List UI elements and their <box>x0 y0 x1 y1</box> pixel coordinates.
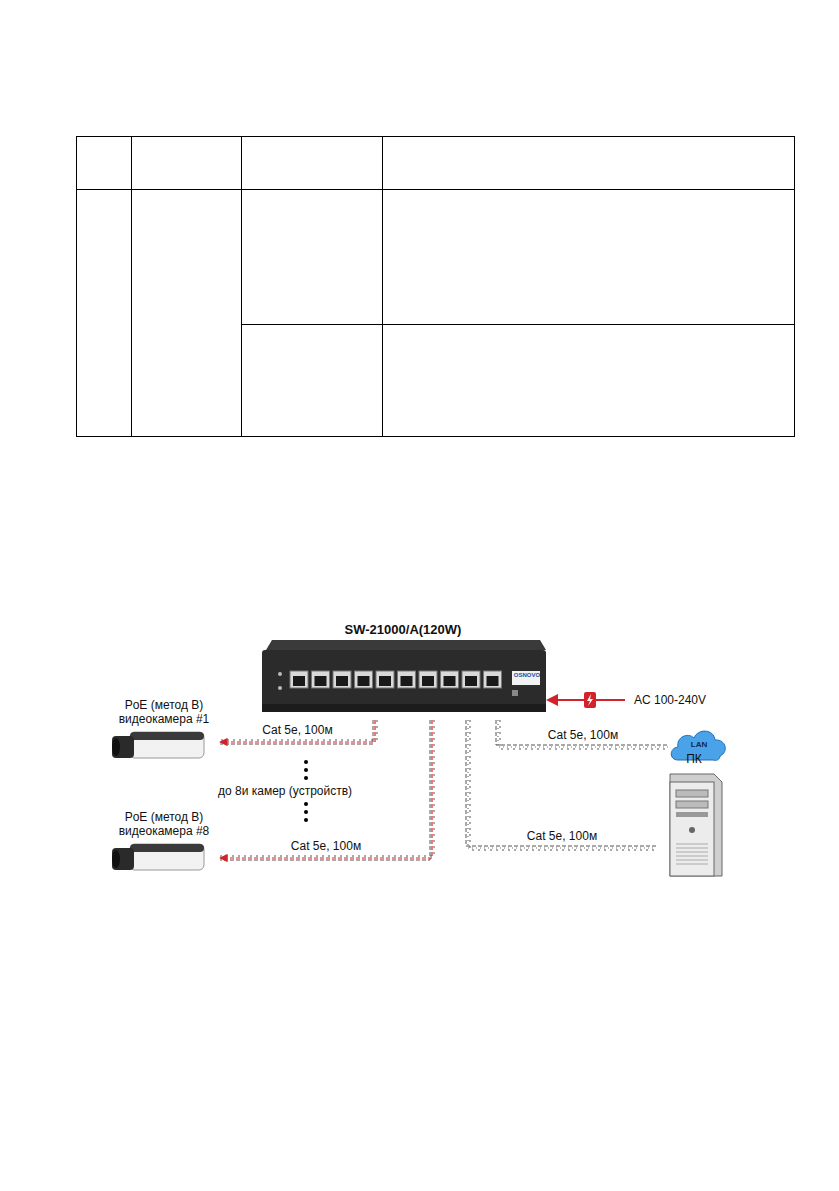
switch-illustration <box>258 640 548 720</box>
empty-table <box>76 136 795 437</box>
cable-label: Cat 5e, 100м <box>546 728 620 742</box>
camera-label: PoE (метод B) видеокамера #8 <box>108 810 220 838</box>
camera-node: PoE (метод B) видеокамера #8 <box>108 810 220 878</box>
repeat-note: до 8и камер (устройств) <box>216 784 354 798</box>
cloud-label: LAN <box>668 740 730 750</box>
cable-connector <box>466 720 656 850</box>
camera-label: PoE (метод B) видеокамера #1 <box>108 698 220 726</box>
camera-illustration <box>108 726 208 766</box>
pc-tower-illustration <box>656 770 726 878</box>
pc-label: ПК <box>656 752 732 770</box>
brand-logo: OSNOVO <box>512 671 542 679</box>
cable-label: Cat 5e, 100м <box>525 829 599 843</box>
camera-node: PoE (метод B) видеокамера #1 <box>108 698 220 766</box>
camera-illustration <box>108 838 208 878</box>
switch-node: SW-21000/A(120W) OSNOVO <box>258 622 548 720</box>
power-input-arrow <box>546 692 625 708</box>
cable-label: Cat 5e, 100м <box>260 723 334 737</box>
cable-connector <box>496 720 668 749</box>
cable-label: Cat 5e, 100м <box>289 839 363 853</box>
power-label: AC 100-240V <box>632 693 708 707</box>
pc-node: ПК <box>656 752 732 878</box>
device-title: SW-21000/A(120W) <box>258 622 548 640</box>
cable-connector <box>220 720 377 744</box>
